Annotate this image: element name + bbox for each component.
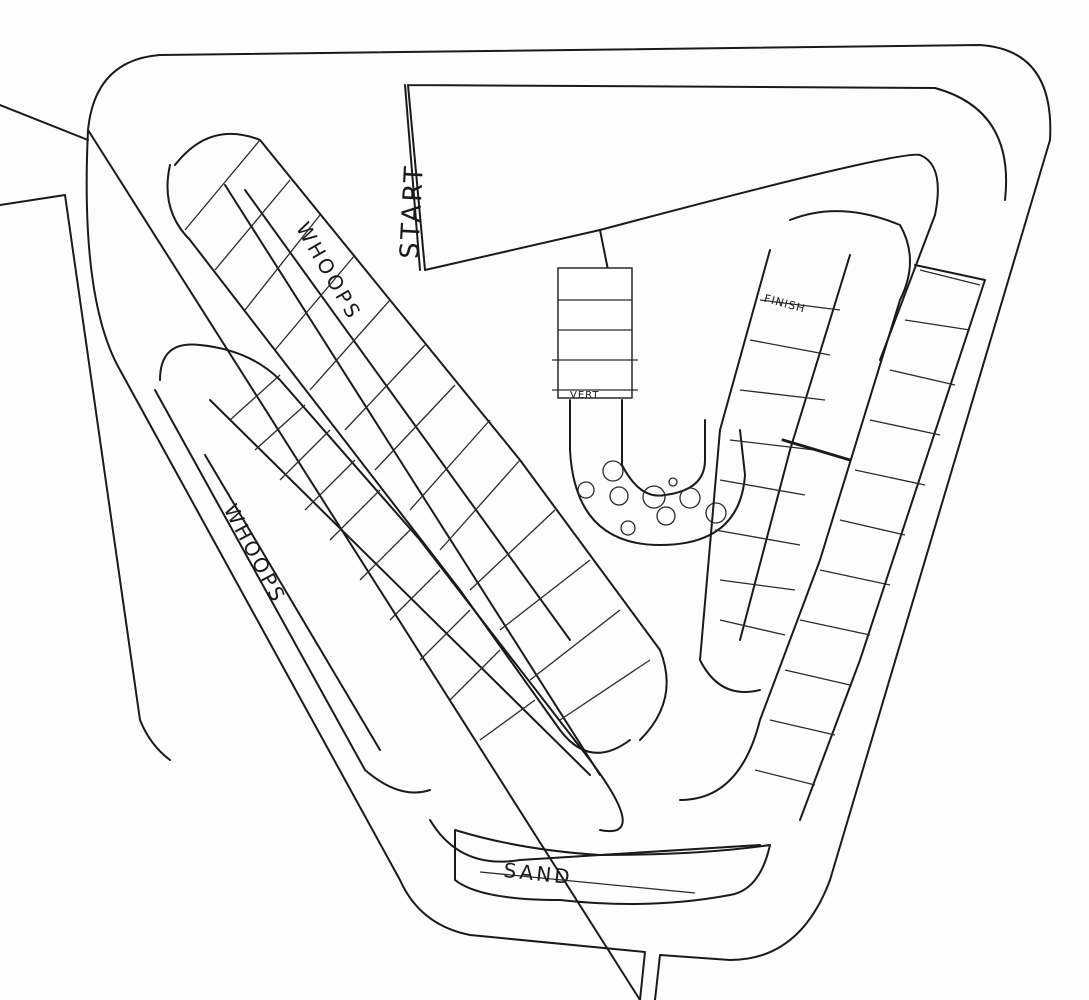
start-label: START [395, 162, 430, 260]
upper-jumps [184, 139, 651, 721]
outer-boundary [85, 44, 1052, 1000]
right-jumps [714, 269, 981, 786]
sand-section [454, 829, 771, 905]
vert-label: VERT [570, 390, 600, 401]
start-gate [404, 84, 1008, 271]
boulder-field [577, 460, 727, 536]
lower-jumps [229, 374, 536, 741]
vert-jump [552, 267, 638, 399]
